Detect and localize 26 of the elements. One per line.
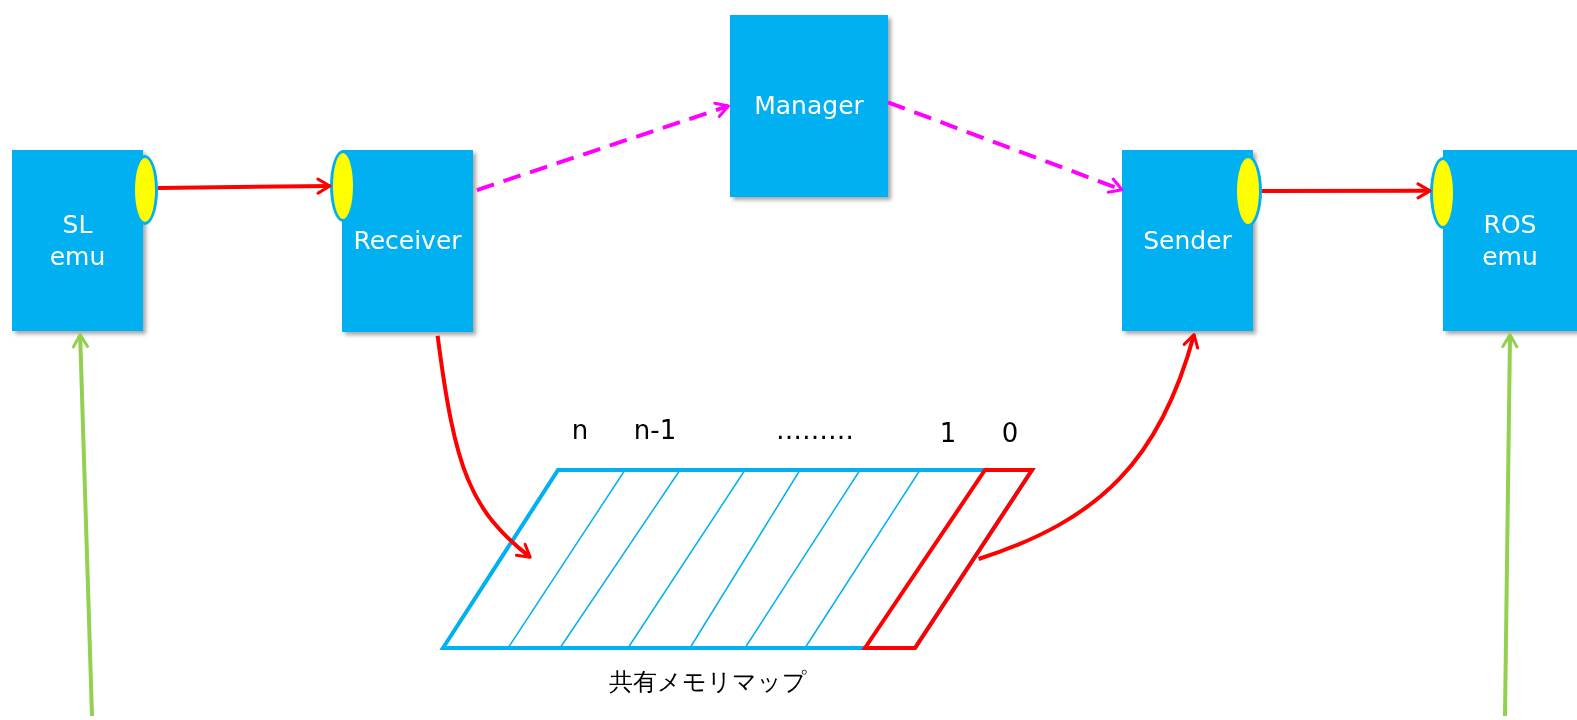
process-box <box>342 150 473 332</box>
cell-index-label: 1 <box>939 418 957 448</box>
cell-index-label: ……… <box>776 415 854 445</box>
process-box <box>12 150 143 331</box>
process-box <box>1443 150 1577 331</box>
arrow <box>72 333 94 717</box>
arrow <box>887 100 1124 194</box>
process-box <box>1122 150 1253 331</box>
cell-index-label: 0 <box>1001 418 1019 448</box>
process-box <box>730 15 888 197</box>
box-label: Receiver <box>353 225 462 257</box>
arrow <box>157 177 332 195</box>
memory-map-drawing <box>439 468 1036 650</box>
cell-index-label: n-1 <box>633 415 677 445</box>
node-label: 共有メモリマップ <box>608 667 807 698</box>
arrow <box>1501 333 1519 717</box>
arrow <box>476 101 730 192</box>
arrow <box>435 335 532 559</box>
arrow <box>977 333 1199 561</box>
arrow <box>1262 182 1432 200</box>
box-label: Sender <box>1143 224 1232 257</box>
highlighted-cell <box>861 468 1036 650</box>
cell-index-label: n <box>571 415 589 445</box>
box-label: Manager <box>754 90 864 122</box>
box-label: SL emu <box>49 208 106 273</box>
box-label: ROS emu <box>1482 208 1538 273</box>
